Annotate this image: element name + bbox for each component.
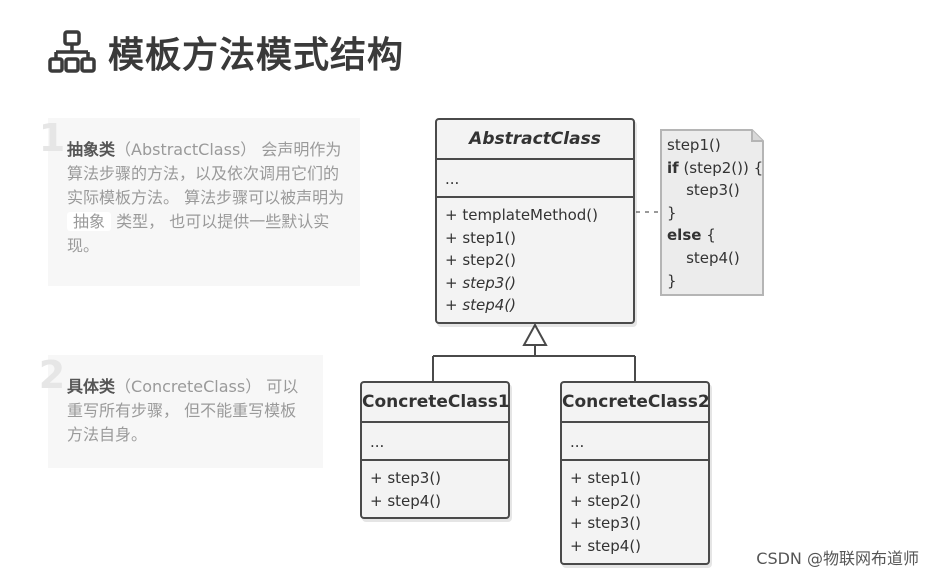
page-title: 模板方法模式结构 [108,35,405,76]
inheritance-arrowhead [522,322,548,346]
hierarchy-icon [48,30,96,73]
method: + step3() [570,514,642,532]
card-text-part: （AbstractClass） 会声明作为算法步骤的方法，以及依次调用它们的实际… [67,140,345,207]
method: + step4() [570,536,642,555]
template-method-note: step1() if (step2()) { step3() } else { … [661,130,763,295]
method: + step1() [570,469,642,487]
note-keyword-else: else [667,226,702,245]
class-methods: + step1() + step2() + step3() + step4() [562,461,708,563]
class-methods: + step3() + step4() [362,461,508,518]
class-concrete2: ConcreteClass2 ... + step1() + step2() +… [560,381,710,565]
note-card-concrete: 2 具体类（ConcreteClass） 可以重写所有步骤， 但不能重写模板方法… [39,353,323,468]
method-abstract: + step4() [445,296,517,314]
watermark: CSDN @物联网布道师 [756,549,919,568]
method: + step4() [370,491,442,510]
note-line: } [667,203,677,222]
class-fields: ... [362,423,508,461]
card-text: 抽象类（AbstractClass） 会声明作为算法步骤的方法，以及依次调用它们… [67,138,346,258]
method-abstract: + step3() [445,273,517,292]
class-concrete1: ConcreteClass1 ... + step3() + step4() [360,381,510,519]
note-line: { [701,226,716,245]
class-methods: + templateMethod() + step1() + step2() +… [437,198,633,323]
method: + step1() [445,228,517,247]
method: + templateMethod() [445,206,599,224]
note-code: step1() if (step2()) { step3() } else { … [667,134,763,292]
card-lead: 具体类 [67,377,116,396]
class-name: ConcreteClass2 [562,383,710,423]
method: + step2() [570,491,642,510]
note-line: step3() [667,181,740,200]
card-number: 2 [38,353,66,397]
abstract-chip: 抽象 [67,212,112,231]
method: + step3() [370,469,442,487]
card-text-part: （ConcreteClass） 可以重写所有步骤， 但不能重写模板方法自身。 [67,377,299,444]
note-shape [660,129,764,296]
method: + step2() [445,251,517,269]
card-lead: 抽象类 [67,140,116,159]
note-line: (step2()) { [678,158,764,177]
note-card-abstract: 1 抽象类（AbstractClass） 会声明作为算法步骤的方法，以及依次调用… [39,116,360,286]
card-text-part: 类型， 也可以提供一些默认实现。 [67,212,330,255]
card-number: 1 [38,116,66,160]
class-name: ConcreteClass1 [362,383,510,423]
card-text: 具体类（ConcreteClass） 可以重写所有步骤， 但不能重写模板方法自身… [67,375,309,447]
page-header: 模板方法模式结构 [48,28,404,76]
class-fields: ... [437,160,633,198]
class-fields: ... [562,423,708,461]
note-line: step1() [667,136,721,154]
note-keyword-if: if [667,158,679,177]
note-fold [751,130,763,142]
class-abstract: AbstractClass ... + templateMethod() + s… [435,118,635,324]
note-line: } [667,271,677,290]
note-line: step4() [667,248,740,267]
class-name: AbstractClass [437,120,633,160]
